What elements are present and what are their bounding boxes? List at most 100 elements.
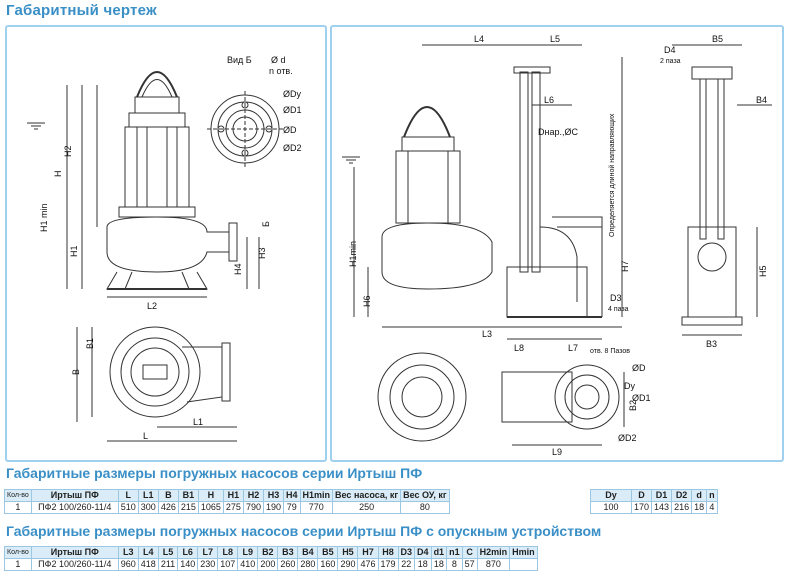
th-L5: L5 xyxy=(157,546,179,559)
drawing-panel-lowering-device: L4 L5 L6 Dнар.,ØC H1min H6 H7 Определяет… xyxy=(330,25,784,462)
cell: 80 xyxy=(400,501,450,514)
cell: 1 xyxy=(4,558,32,571)
label-B2: B2 xyxy=(628,400,638,411)
label-D-plan: ØD xyxy=(632,363,646,373)
th-qty: Кол-во xyxy=(4,546,32,559)
th-n1: n1 xyxy=(446,546,463,559)
th-L7: L7 xyxy=(197,546,219,559)
cell: ПФ2 100/260-11/4 xyxy=(30,501,119,514)
th-D3: D3 xyxy=(397,546,416,559)
label-2-holes: 2 паза xyxy=(660,58,681,65)
th-B2: B2 xyxy=(257,546,279,559)
th-L6: L6 xyxy=(177,546,199,559)
label-D2-plan: ØD2 xyxy=(618,433,637,443)
section-title-lowering: Габаритные размеры погружных насосов сер… xyxy=(6,523,602,539)
label-L9: L9 xyxy=(552,447,562,457)
cell: ПФ2 100/260-11/4 xyxy=(30,558,119,571)
label-L4: L4 xyxy=(474,34,484,44)
cell: 290 xyxy=(337,558,359,571)
cell: 100 xyxy=(590,501,632,514)
th-H2min: H2min xyxy=(476,546,511,559)
cell: 107 xyxy=(217,558,239,571)
th-B5: B5 xyxy=(317,546,339,559)
label-H3: H3 xyxy=(257,247,267,259)
th-B1: B1 xyxy=(177,489,199,502)
label-dy: ØDy xyxy=(283,89,302,99)
label-B4: B4 xyxy=(756,95,767,105)
table-row: 100 170 143 216 18 4 xyxy=(590,501,718,514)
table-header-row: Кол-во Иртыш ПФ L3 L4 L5 L6 L7 L8 L9 B2 … xyxy=(4,546,538,559)
table-header-row: Кол-во Иртыш ПФ L L1 B B1 H H1 H2 H3 H4 … xyxy=(4,489,450,502)
cell: 211 xyxy=(157,558,179,571)
label-H1min-2: H1min xyxy=(348,241,358,267)
label-L2: L2 xyxy=(147,301,157,311)
label-n-holes: n отв. xyxy=(269,66,293,76)
flange-table: Dy D D1 D2 d n 100 170 143 216 18 4 xyxy=(590,489,718,514)
cell: 190 xyxy=(262,501,285,514)
cell: 510 xyxy=(117,501,139,514)
cell: 8 xyxy=(446,558,463,571)
cell: 57 xyxy=(461,558,478,571)
cell: 4 xyxy=(706,501,718,514)
th-C: C xyxy=(461,546,478,559)
cell: 200 xyxy=(257,558,279,571)
th-L9: L9 xyxy=(237,546,259,559)
th-d: d xyxy=(691,489,708,502)
label-D: ØD xyxy=(283,125,297,135)
th-L1: L1 xyxy=(137,489,159,502)
cell: 18 xyxy=(691,501,708,514)
th-Dy: Dy xyxy=(590,489,632,502)
th-D4: D4 xyxy=(414,546,432,559)
cell: 179 xyxy=(377,558,399,571)
view-b-label: Вид Б xyxy=(227,55,252,65)
cell: 250 xyxy=(332,501,402,514)
label-L1: L1 xyxy=(193,417,203,427)
cell: 79 xyxy=(283,501,301,514)
label-H2: H2 xyxy=(63,145,73,157)
th-H: H xyxy=(197,489,224,502)
cell: 22 xyxy=(397,558,416,571)
label-d1: ØD1 xyxy=(283,105,302,115)
label-H7: H7 xyxy=(620,260,630,272)
cell: 18 xyxy=(430,558,448,571)
th-L4: L4 xyxy=(137,546,159,559)
table-row: 1 ПФ2 100/260-11/4 960 418 211 140 230 1… xyxy=(4,558,538,571)
th-L3: L3 xyxy=(117,546,139,559)
cell: 410 xyxy=(237,558,259,571)
th-weight-ou: Вес ОУ, кг xyxy=(400,489,450,502)
label-B1: B1 xyxy=(85,338,95,349)
th-Hmin: Hmin xyxy=(509,546,538,559)
table-row: 1 ПФ2 100/260-11/4 510 300 426 215 1065 … xyxy=(4,501,450,514)
cell: 1 xyxy=(4,501,32,514)
label-H1min: H1 min xyxy=(39,203,49,232)
label-H: H xyxy=(53,171,63,178)
table-header-row: Dy D D1 D2 d n xyxy=(590,489,718,502)
th-L: L xyxy=(117,489,139,502)
label-D4: D4 xyxy=(664,45,676,55)
th-H4: H4 xyxy=(283,489,301,502)
cell: 216 xyxy=(671,501,693,514)
th-D1: D1 xyxy=(651,489,673,502)
th-H1min: H1min xyxy=(299,489,334,502)
cell: 215 xyxy=(177,501,199,514)
label-H6: H6 xyxy=(362,295,372,307)
th-H2: H2 xyxy=(242,489,264,502)
th-D2: D2 xyxy=(671,489,693,502)
th-model: Иртыш ПФ xyxy=(30,489,119,502)
th-H5: H5 xyxy=(337,546,359,559)
cell: 140 xyxy=(177,558,199,571)
label-guide: Определяется длиной направляющих xyxy=(608,113,616,237)
label-D3: D3 xyxy=(610,293,622,303)
label-Dnar: Dнар.,ØC xyxy=(538,127,578,137)
label-d: Ø d xyxy=(271,55,286,65)
label-L3: L3 xyxy=(482,329,492,339)
lowering-device-drawing: L4 L5 L6 Dнар.,ØC H1min H6 H7 Определяет… xyxy=(342,34,772,457)
th-B3: B3 xyxy=(277,546,299,559)
cell: 170 xyxy=(630,501,653,514)
label-holes-top: отв. 8 Пазов xyxy=(590,348,630,355)
th-H7: H7 xyxy=(357,546,379,559)
cell: 790 xyxy=(242,501,264,514)
label-L8: L8 xyxy=(514,343,524,353)
th-model: Иртыш ПФ xyxy=(30,546,119,559)
drawing-panel-pump: Вид Б Ø d n отв. ØDy ØD1 ØD ØD2 H2 H H1 … xyxy=(5,25,327,462)
